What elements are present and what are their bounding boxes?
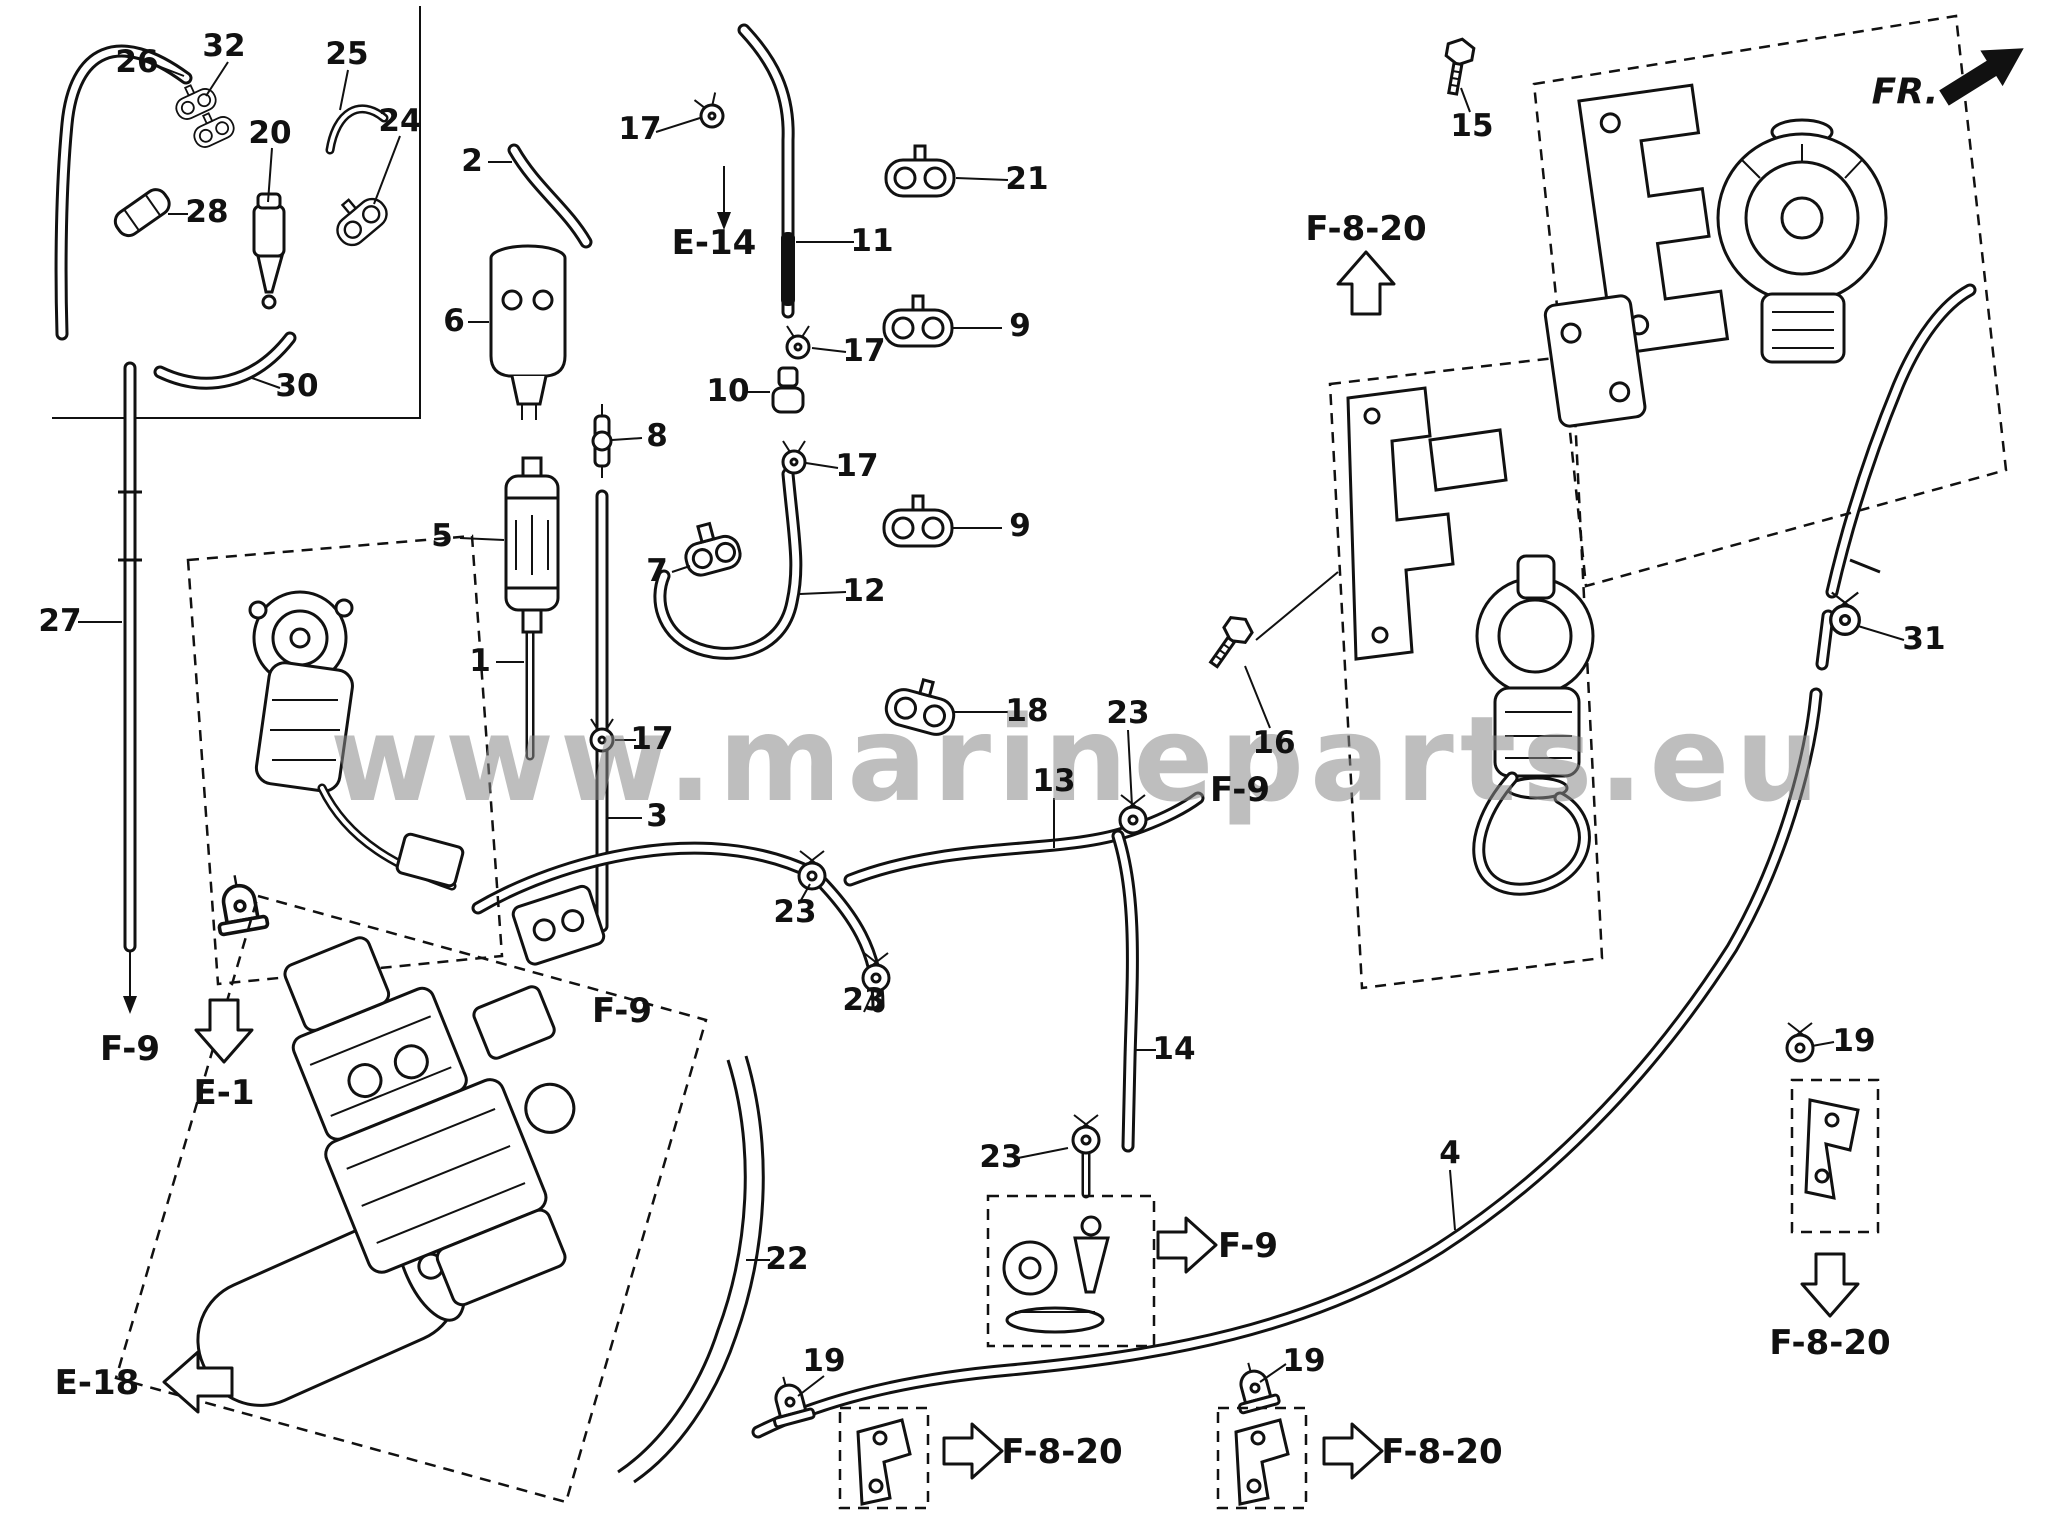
- block-arrows: [162, 250, 1860, 1480]
- fuel-filter-5: [504, 456, 560, 634]
- section-ref-label: F-8-20: [1305, 209, 1427, 249]
- hose-11: [737, 23, 795, 319]
- part-number-label: 13: [1032, 763, 1076, 799]
- part-number-label: 28: [185, 194, 229, 230]
- fr-arrow-icon: [1939, 48, 2024, 106]
- section-ref-label: F-9: [100, 1029, 160, 1069]
- part-number-label: 9: [1009, 508, 1031, 544]
- part-number-label: 32: [202, 28, 246, 64]
- part-number-label: 17: [630, 721, 674, 757]
- bracket-box-left: [838, 1406, 930, 1510]
- part-number-label: 9: [1009, 308, 1031, 344]
- part-number-label: 22: [765, 1241, 809, 1277]
- section-ref-label: F-8-20: [1001, 1432, 1123, 1472]
- part-number-label: 19: [802, 1343, 846, 1379]
- strainer-6: [489, 244, 567, 420]
- part-number-label: 1: [469, 643, 491, 679]
- hose-26: [54, 44, 193, 341]
- hose-27: [118, 361, 142, 1014]
- part-number-label: 7: [646, 553, 668, 589]
- hose-2: [507, 143, 593, 249]
- part-number-label: 6: [443, 303, 465, 339]
- part-number-label: 27: [38, 603, 82, 639]
- hose-4: [751, 283, 1977, 1439]
- f820-right-arrow: [1322, 1422, 1384, 1480]
- part-number-label: 18: [1005, 693, 1049, 729]
- top-left-frame: [52, 6, 421, 419]
- joint-10: [771, 366, 805, 414]
- part-number-label: 31: [1902, 621, 1946, 657]
- right-middle-assembly: [1328, 354, 1604, 990]
- part-number-label: 3: [646, 798, 668, 834]
- section-ref-label: E-14: [671, 223, 757, 263]
- joint-8: [591, 404, 613, 478]
- part-number-label: 19: [1282, 1343, 1326, 1379]
- part-number-label: 21: [1005, 161, 1049, 197]
- part-number-label: 17: [618, 111, 662, 147]
- fr-direction-label: FR.: [1871, 71, 1939, 113]
- section-ref-label: F-8-20: [1381, 1432, 1503, 1472]
- pump-assembly: [186, 534, 504, 986]
- part-number-label: 23: [842, 982, 886, 1018]
- part-number-label: 20: [248, 115, 292, 151]
- f820-down-arrow: [1800, 1252, 1860, 1318]
- part-number-label: 23: [979, 1139, 1023, 1175]
- part-number-label: 15: [1450, 108, 1494, 144]
- part-number-label: 12: [842, 573, 886, 609]
- part-number-label: 14: [1152, 1031, 1196, 1067]
- e1-down-arrow: [194, 998, 254, 1064]
- section-ref-label: F-9: [1210, 770, 1270, 810]
- part-number-label: 26: [115, 44, 159, 80]
- tube-25: [325, 104, 389, 155]
- f820-right-arrow: [942, 1422, 1004, 1480]
- part-number-label: 4: [1439, 1135, 1461, 1171]
- engine-assembly: [114, 884, 708, 1504]
- part-number-label: 5: [431, 518, 453, 554]
- leader-lines: [78, 61, 1905, 1397]
- part-number-label: 23: [773, 894, 817, 930]
- part-number-label: 30: [275, 368, 319, 404]
- e14-arrow: [717, 166, 731, 230]
- section-ref-label: F-8-20: [1769, 1323, 1891, 1363]
- section-ref-label: E-18: [54, 1363, 140, 1403]
- e18-left-arrow: [162, 1350, 234, 1414]
- hose-12: [653, 467, 803, 660]
- section-ref-label: F-9: [592, 991, 652, 1031]
- bracket-box-right: [1216, 1406, 1308, 1510]
- part-number-label: 17: [835, 448, 879, 484]
- section-ref-label: E-1: [193, 1073, 255, 1113]
- hose-pump-link: [471, 841, 885, 1013]
- part-number-label: 8: [646, 418, 668, 454]
- part-number-label: 2: [461, 143, 483, 179]
- section-ref-label: F-9: [1218, 1226, 1278, 1266]
- part-number-label: 17: [842, 333, 886, 369]
- part-number-label: 24: [378, 103, 422, 139]
- hose-14: [1111, 829, 1139, 1153]
- joint-7: [684, 521, 742, 577]
- part-number-label: 10: [706, 373, 750, 409]
- hose-13: [843, 791, 1205, 887]
- part-number-label: 25: [325, 36, 369, 72]
- f9-right-arrow: [1156, 1216, 1218, 1274]
- hose-30: [153, 331, 297, 390]
- joint-28: [113, 188, 171, 238]
- joint-20: [252, 192, 286, 310]
- right-19-assembly: [1790, 1078, 1880, 1234]
- part-number-label: 11: [850, 223, 894, 259]
- part-number-label: 16: [1252, 725, 1296, 761]
- part-number-label: 23: [1106, 695, 1150, 731]
- part-number-label: 19: [1832, 1023, 1876, 1059]
- top-right-assembly: [1532, 14, 2008, 588]
- f820-up-arrow: [1336, 250, 1396, 316]
- tube-22: [617, 1055, 765, 1484]
- check-valve-assembly: [986, 1194, 1156, 1348]
